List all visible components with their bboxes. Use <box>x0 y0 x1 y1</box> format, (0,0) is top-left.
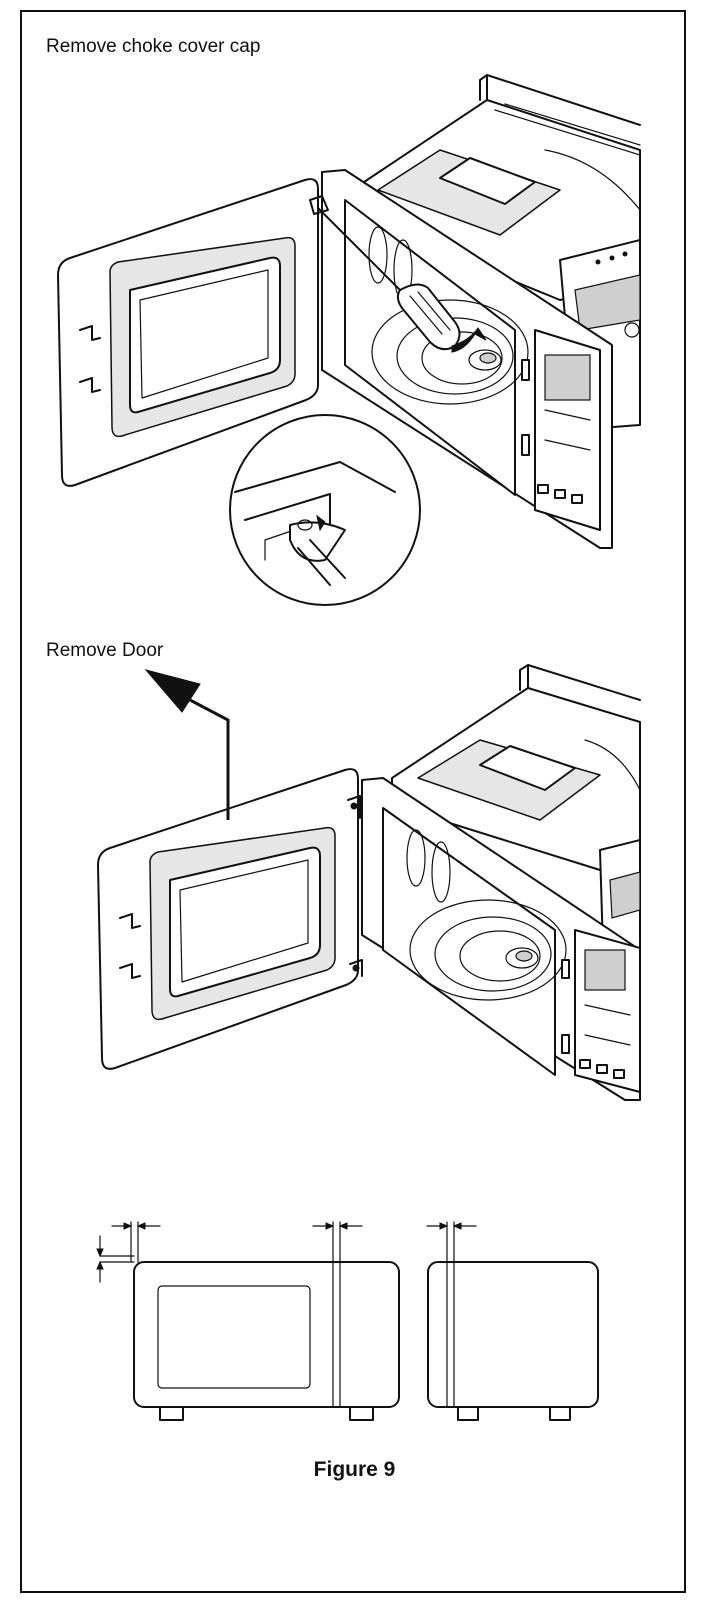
door-open <box>97 768 363 1070</box>
microwave-side-view <box>427 1261 599 1421</box>
step-title-remove-door: Remove Door <box>46 640 164 661</box>
microwave-body-open-door <box>321 74 641 549</box>
illustration-remove-choke-cover-cap <box>57 74 641 606</box>
microwave-front-view <box>133 1261 400 1421</box>
lift-arrow-icon <box>144 669 230 820</box>
illustration-remove-door <box>97 664 641 1101</box>
microwave-body-open-door <box>361 664 641 1101</box>
step-title-remove-choke-cover-cap: Remove choke cover cap <box>46 36 261 57</box>
door-open <box>57 178 319 487</box>
detail-magnifier <box>229 414 421 606</box>
screwdriver-icon <box>309 195 487 353</box>
illustration-door-gap-diagram <box>96 1221 599 1421</box>
gap-dimension-markers <box>96 1221 477 1283</box>
figure-caption: Figure 9 <box>313 1458 396 1481</box>
